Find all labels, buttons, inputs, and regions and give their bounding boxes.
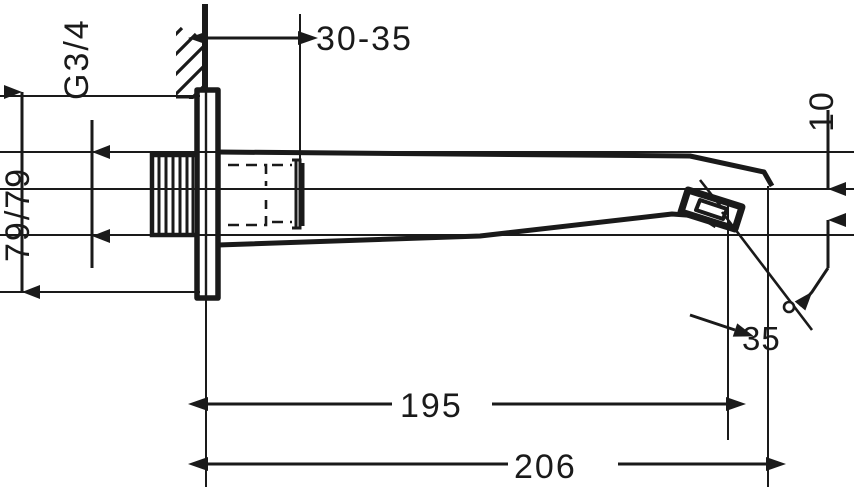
wall-section bbox=[176, 4, 208, 100]
dimension-label-thread-size: G3/4 bbox=[58, 18, 96, 100]
degree-symbol-marker bbox=[782, 300, 796, 314]
dimension-label-outlet-height: 10 bbox=[803, 90, 841, 132]
center-and-extension-lines bbox=[0, 14, 854, 487]
dimension-label-height-overall: 79/79 bbox=[0, 167, 37, 262]
dimension-label-outlet-angle-part1: 35 bbox=[742, 320, 781, 357]
dimension-label-wall-projection: 30-35 bbox=[316, 20, 413, 58]
spout-top-profile bbox=[217, 149, 775, 188]
dimension-label-reach-to-outlet: 195 bbox=[400, 387, 463, 425]
escutcheon-flange bbox=[194, 87, 221, 301]
aerator-outlet bbox=[677, 179, 746, 233]
dimension-wall-projection: 30-35 bbox=[188, 20, 413, 58]
nipple-thread-lines bbox=[157, 157, 195, 233]
dimension-outlet-angle: 35 bbox=[689, 211, 814, 357]
internal-insert-outline bbox=[292, 158, 305, 230]
wall-hatching bbox=[176, 26, 206, 99]
dimension-reach-overall: 206 bbox=[188, 446, 786, 486]
dimension-reach-to-outlet: 195 bbox=[188, 386, 746, 425]
internal-hidden-lines bbox=[228, 163, 292, 227]
spout-body bbox=[149, 87, 775, 301]
dimension-outlet-height: 10 bbox=[794, 90, 846, 311]
dimension-thread-size: G3/4 bbox=[58, 18, 96, 100]
dimension-label-reach-overall: 206 bbox=[514, 448, 577, 486]
dimension-height-overall: 79/79 bbox=[0, 85, 40, 299]
